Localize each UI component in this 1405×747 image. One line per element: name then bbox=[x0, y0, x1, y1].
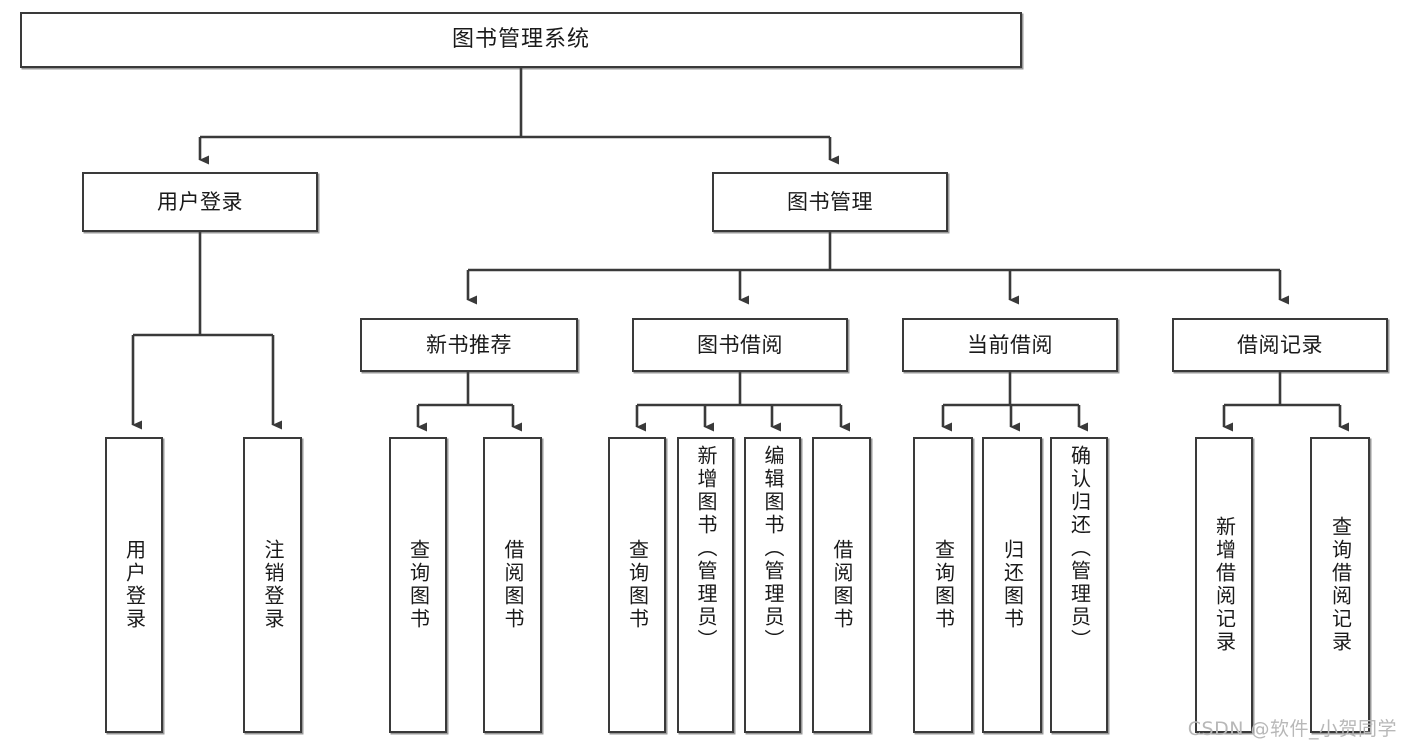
node-label: 新增图书（管理员） bbox=[694, 445, 718, 652]
node-label: 借阅图书 bbox=[830, 539, 854, 631]
node-book-management[interactable]: 图书管理 bbox=[712, 172, 948, 232]
node-book-borrow[interactable]: 图书借阅 bbox=[632, 318, 848, 372]
node-label: 用户登录 bbox=[157, 189, 243, 214]
leaf-record-query-borrow-record[interactable]: 查询借阅记录 bbox=[1310, 437, 1370, 733]
node-label: 查询图书 bbox=[625, 539, 650, 631]
node-new-book-recommend[interactable]: 新书推荐 bbox=[360, 318, 578, 372]
node-label: 图书管理系统 bbox=[451, 27, 590, 53]
leaf-logout[interactable]: 注销登录 bbox=[243, 437, 302, 733]
node-label: 确认归还（管理员） bbox=[1067, 445, 1092, 652]
node-label: 新书推荐 bbox=[426, 332, 512, 357]
node-label: 注销登录 bbox=[261, 539, 285, 631]
leaf-new-book-query-book[interactable]: 查询图书 bbox=[389, 437, 447, 733]
leaf-current-confirm-return-admin[interactable]: 确认归还（管理员） bbox=[1050, 437, 1108, 733]
node-label: 图书管理 bbox=[787, 189, 873, 214]
leaf-record-add-borrow-record[interactable]: 新增借阅记录 bbox=[1195, 437, 1253, 733]
leaf-borrow-borrow-book[interactable]: 借阅图书 bbox=[812, 437, 871, 733]
node-label: 编辑图书（管理员） bbox=[761, 445, 785, 652]
leaf-current-query-book[interactable]: 查询图书 bbox=[913, 437, 973, 733]
leaf-new-book-borrow-book[interactable]: 借阅图书 bbox=[483, 437, 542, 733]
node-label: 新增借阅记录 bbox=[1212, 516, 1237, 654]
leaf-borrow-edit-book-admin[interactable]: 编辑图书（管理员） bbox=[744, 437, 801, 733]
node-label: 查询图书 bbox=[406, 539, 431, 631]
node-label: 借阅图书 bbox=[501, 539, 525, 631]
csdn-watermark: CSDN @软件_小贺同学 bbox=[1187, 718, 1397, 740]
node-borrow-record[interactable]: 借阅记录 bbox=[1172, 318, 1388, 372]
leaf-borrow-query-book[interactable]: 查询图书 bbox=[608, 437, 666, 733]
node-label: 图书借阅 bbox=[697, 332, 783, 357]
node-label: 用户登录 bbox=[122, 539, 147, 631]
node-label: 查询图书 bbox=[931, 539, 956, 631]
leaf-borrow-add-book-admin[interactable]: 新增图书（管理员） bbox=[677, 437, 734, 733]
node-label: 归还图书 bbox=[1000, 539, 1025, 631]
node-user-login[interactable]: 用户登录 bbox=[82, 172, 318, 232]
node-label: 查询借阅记录 bbox=[1328, 516, 1353, 654]
node-label: 当前借阅 bbox=[967, 332, 1053, 357]
node-root-book-management-system[interactable]: 图书管理系统 bbox=[20, 12, 1022, 68]
leaf-user-login[interactable]: 用户登录 bbox=[105, 437, 163, 733]
node-label: 借阅记录 bbox=[1237, 332, 1323, 357]
leaf-current-return-book[interactable]: 归还图书 bbox=[982, 437, 1042, 733]
node-current-borrow[interactable]: 当前借阅 bbox=[902, 318, 1118, 372]
